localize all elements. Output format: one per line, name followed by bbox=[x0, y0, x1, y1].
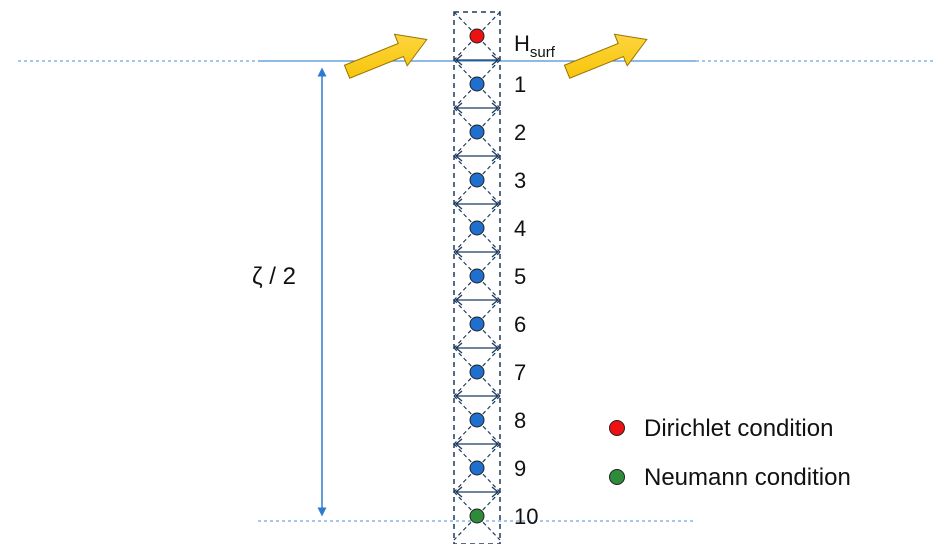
node-dot-3 bbox=[469, 172, 485, 188]
surface-node-dot bbox=[469, 28, 485, 44]
double-headed-arrow-icon bbox=[454, 246, 500, 258]
flux-arrow-icon bbox=[563, 33, 648, 79]
double-headed-arrow-icon bbox=[454, 294, 500, 306]
node-label-1: 1 bbox=[514, 72, 526, 97]
node-label-7: 7 bbox=[514, 360, 526, 385]
depth-label: ζ / 2 bbox=[252, 263, 296, 290]
node-dot-1 bbox=[469, 76, 485, 92]
cell-grid bbox=[453, 11, 501, 541]
node-dots bbox=[469, 28, 485, 524]
node-label-6: 6 bbox=[514, 312, 526, 337]
double-headed-arrow-icon bbox=[454, 486, 500, 498]
legend-neumann-dot bbox=[609, 469, 625, 485]
node-labels: 1 2 3 4 5 6 7 8 9 10 bbox=[514, 72, 538, 529]
node-label-9: 9 bbox=[514, 456, 526, 481]
node-dot-10 bbox=[469, 508, 485, 524]
node-label-8: 8 bbox=[514, 408, 526, 433]
node-dot-8 bbox=[469, 412, 485, 428]
double-headed-arrow-icon bbox=[454, 102, 500, 114]
node-dot-2 bbox=[469, 124, 485, 140]
double-headed-arrow-icon bbox=[454, 150, 500, 162]
flux-arrow-icon bbox=[343, 33, 428, 79]
legend: Dirichlet condition Neumann condition bbox=[609, 415, 851, 491]
legend-dirichlet-dot bbox=[609, 420, 625, 436]
node-label-4: 4 bbox=[514, 216, 526, 241]
legend-dirichlet-label: Dirichlet condition bbox=[644, 415, 833, 442]
node-label-10: 10 bbox=[514, 504, 538, 529]
node-label-5: 5 bbox=[514, 264, 526, 289]
node-dot-4 bbox=[469, 220, 485, 236]
dashed-column bbox=[453, 11, 501, 544]
node-dot-7 bbox=[469, 364, 485, 380]
node-dot-9 bbox=[469, 460, 485, 476]
legend-neumann-label: Neumann condition bbox=[644, 464, 851, 491]
double-headed-arrow-icon bbox=[454, 438, 500, 450]
double-headed-arrow-icon bbox=[454, 198, 500, 210]
node-dot-5 bbox=[469, 268, 485, 284]
node-label-3: 3 bbox=[514, 168, 526, 193]
double-headed-arrow-icon bbox=[454, 390, 500, 402]
double-headed-arrow-icon bbox=[454, 342, 500, 354]
surface-node-label: Hsurf bbox=[514, 31, 556, 61]
double-headed-arrow-icon bbox=[454, 54, 500, 66]
node-label-2: 2 bbox=[514, 120, 526, 145]
node-dot-6 bbox=[469, 316, 485, 332]
